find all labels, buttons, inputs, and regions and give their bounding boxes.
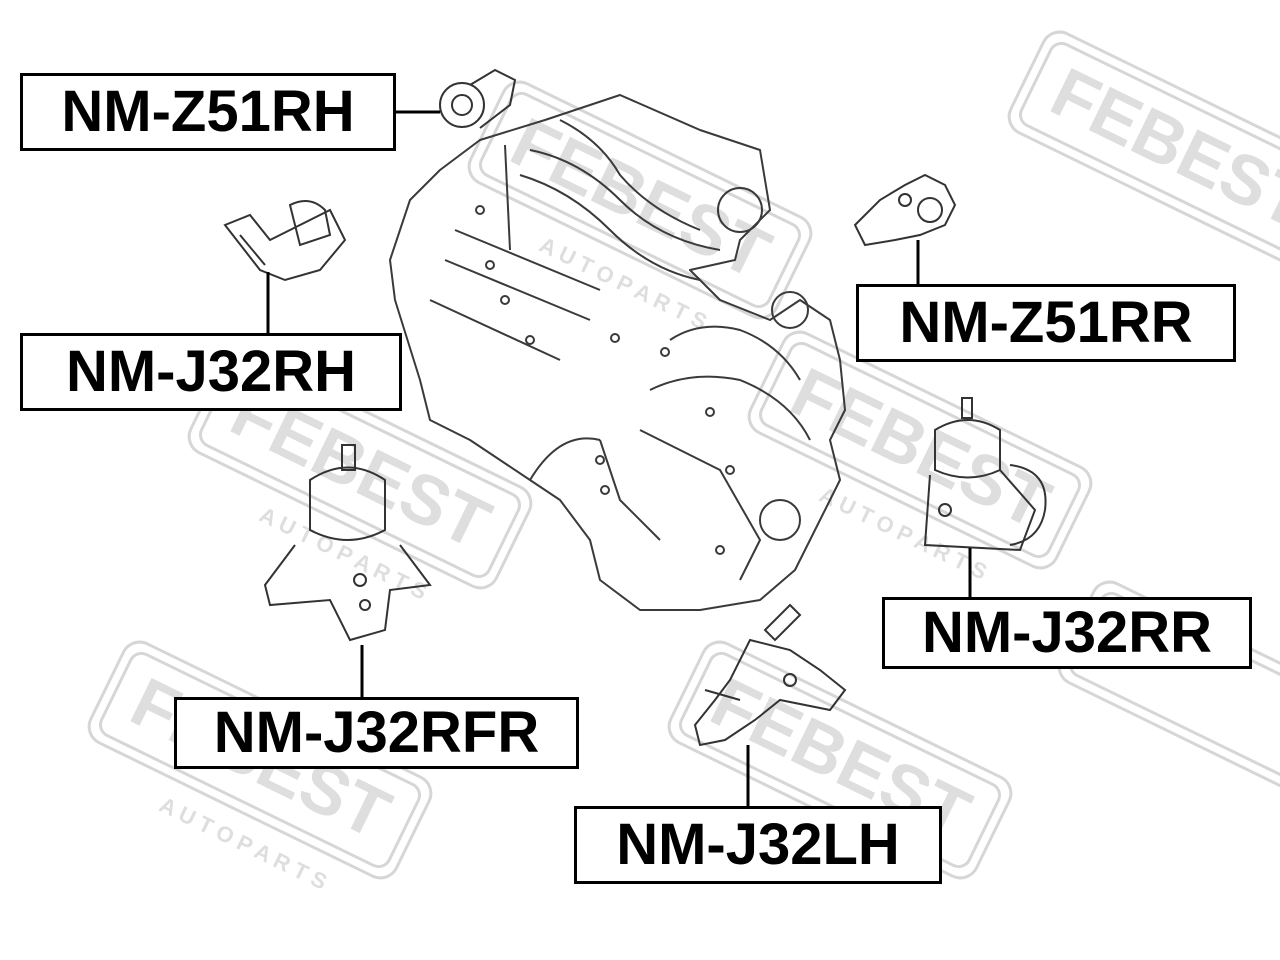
leader-lines xyxy=(266,110,972,808)
part-label-nm-z51rr[interactable]: NM-Z51RR xyxy=(856,284,1236,362)
part-z51rh-drawing xyxy=(439,68,517,129)
watermark-logo xyxy=(747,330,1093,570)
engine-illustration xyxy=(389,94,846,611)
part-z51rr-drawing xyxy=(853,173,957,247)
part-label-nm-j32rh[interactable]: NM-J32RH xyxy=(20,333,402,411)
part-j32rr-drawing xyxy=(923,397,1047,552)
part-j32rfr-drawing xyxy=(263,444,432,642)
watermark-logo xyxy=(1007,30,1280,270)
part-label-nm-z51rh[interactable]: NM-Z51RH xyxy=(20,73,396,151)
part-j32lh-drawing xyxy=(693,603,847,747)
part-label-nm-j32rr[interactable]: NM-J32RR xyxy=(882,597,1252,669)
part-j32rh-drawing xyxy=(223,200,347,282)
part-label-nm-j32lh[interactable]: NM-J32LH xyxy=(574,806,942,884)
part-label-nm-j32rfr[interactable]: NM-J32RFR xyxy=(174,697,579,769)
